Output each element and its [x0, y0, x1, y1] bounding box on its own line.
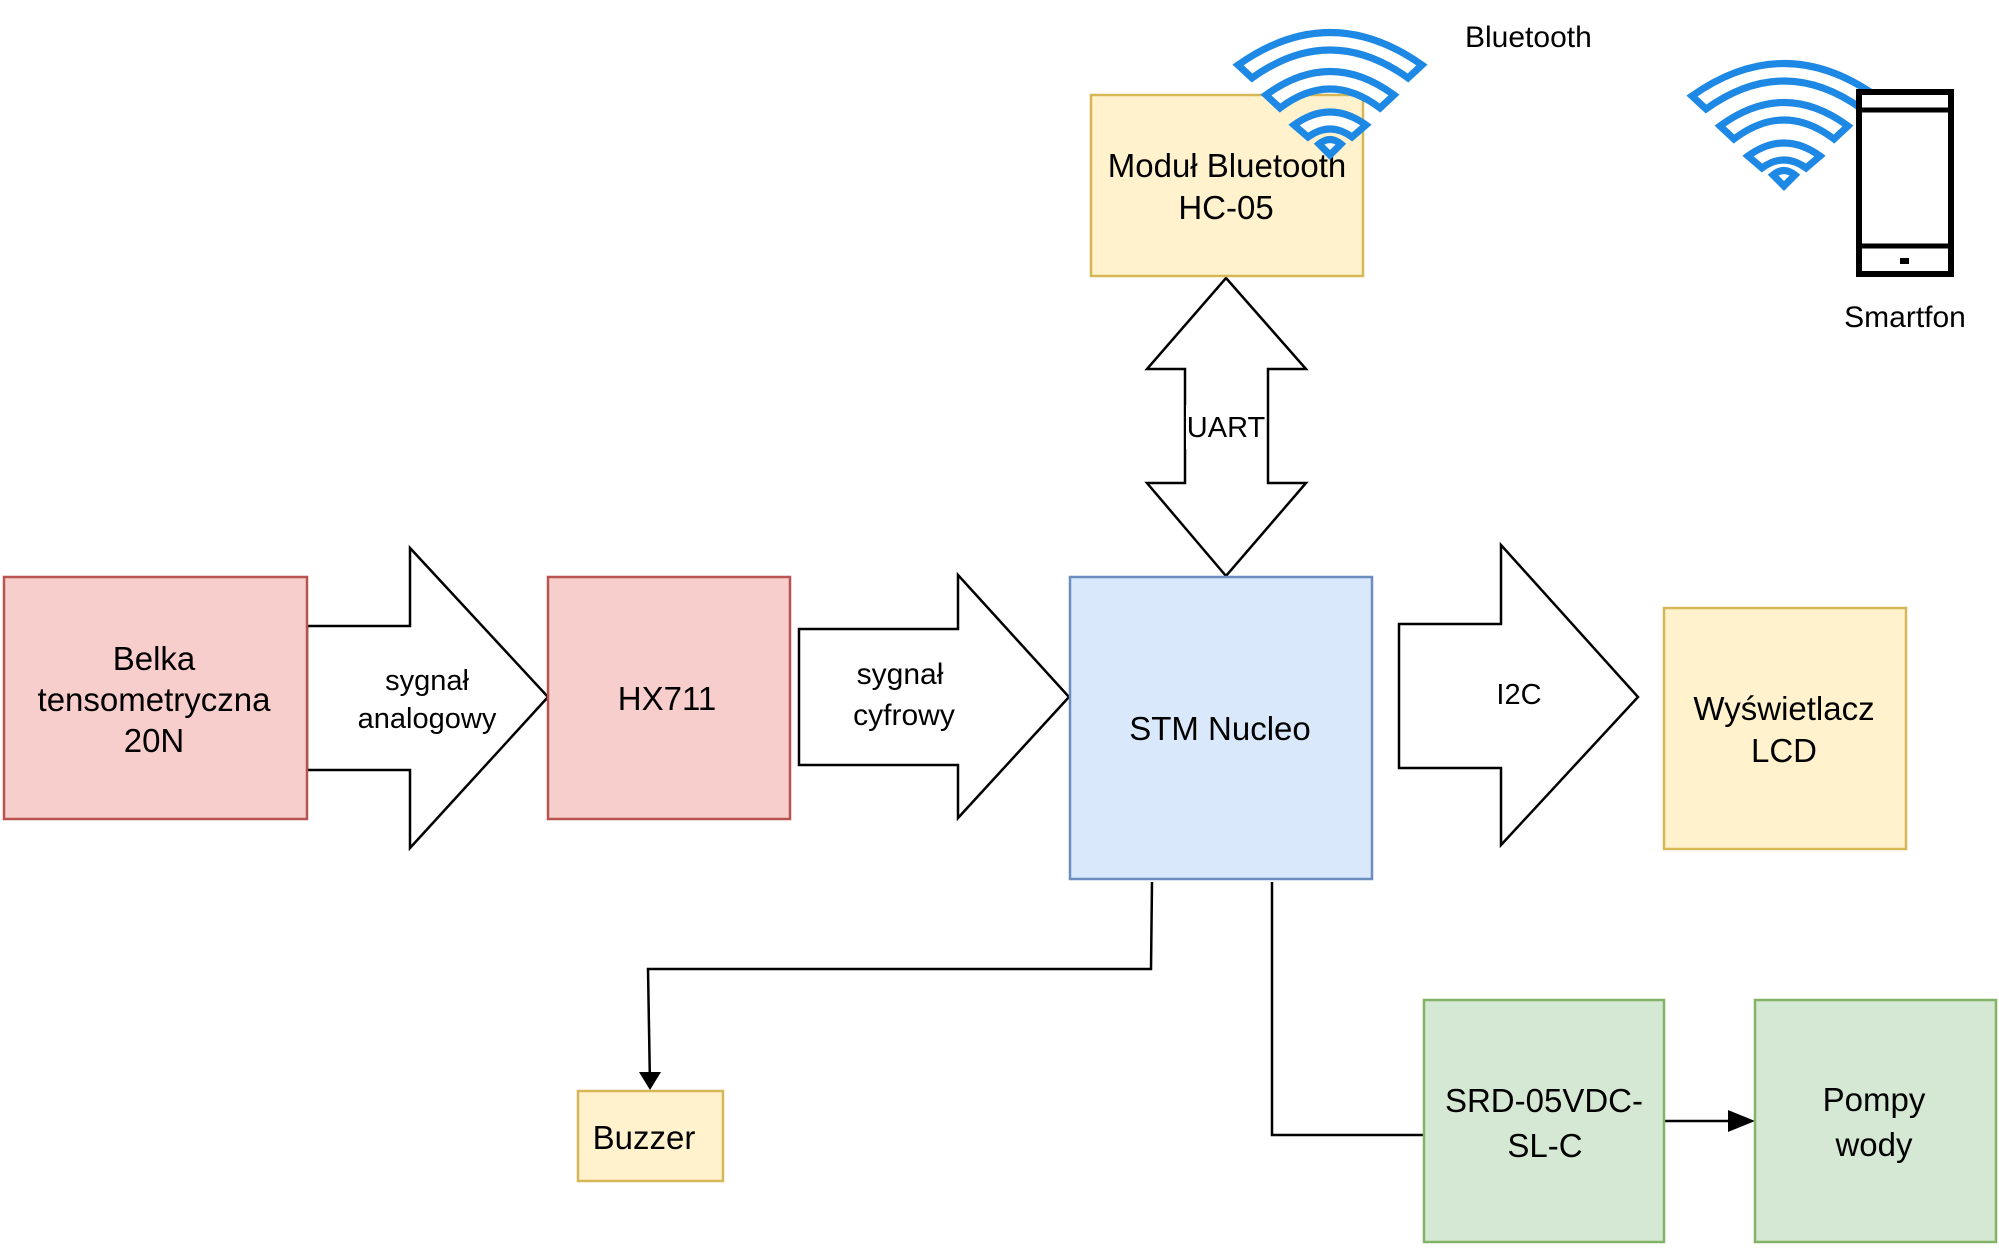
lcd-box [1662, 606, 1908, 851]
analog-signal-label-1: sygnał [385, 665, 469, 697]
digital-signal-label-2: cyfrowy [853, 699, 955, 732]
stm-nucleo-box [1068, 575, 1374, 881]
belka-label-2: tensometryczna [38, 681, 272, 718]
relay-label-2: SL-C [1507, 1127, 1582, 1164]
uart-label: UART [1187, 412, 1266, 444]
bluetooth-label: Bluetooth [1465, 21, 1592, 54]
i2c-arrow [1397, 541, 1640, 849]
stm-nucleo-label: STM Nucleo [1129, 710, 1311, 747]
hx711-box [546, 575, 792, 821]
pumps-label-2: wody [1834, 1126, 1913, 1163]
belka-label-1: Belka [113, 640, 196, 677]
arrowhead-buzzer [639, 1072, 661, 1090]
i2c-label: I2C [1496, 679, 1541, 711]
pumps-label-1: Pompy [1823, 1081, 1926, 1118]
analog-signal-arrow [305, 544, 550, 852]
lcd-label-2: LCD [1751, 732, 1817, 769]
bt-module-label-1: Moduł Bluetooth [1108, 147, 1347, 184]
belka-label-3: 20N [124, 722, 185, 759]
digital-signal-arrow [797, 571, 1071, 822]
relay-label-1: SRD-05VDC- [1445, 1082, 1643, 1119]
belka-box [2, 575, 309, 821]
connector-stm-buzzer [646, 881, 1154, 1087]
bt-module-label-2: HC-05 [1178, 189, 1273, 226]
wifi-icon [1232, 29, 1428, 160]
uart-label-bg [1186, 405, 1266, 449]
buzzer-label: Buzzer [593, 1119, 696, 1156]
buzzer-box [576, 1089, 725, 1183]
hx711-label: HX711 [618, 680, 716, 717]
wifi-icon [1686, 60, 1882, 191]
arrowhead-pumps [1728, 1110, 1755, 1132]
connector-stm-relay [1270, 882, 1424, 1137]
digital-signal-label-1: sygnał [857, 658, 944, 691]
smartphone-label: Smartfon [1844, 301, 1966, 334]
analog-signal-label-2: analogowy [358, 703, 497, 735]
smartphone-icon [1856, 89, 1954, 277]
lcd-label-1: Wyświetlacz [1693, 690, 1874, 727]
relay-box [1422, 998, 1666, 1244]
pumps-box [1753, 998, 1998, 1244]
